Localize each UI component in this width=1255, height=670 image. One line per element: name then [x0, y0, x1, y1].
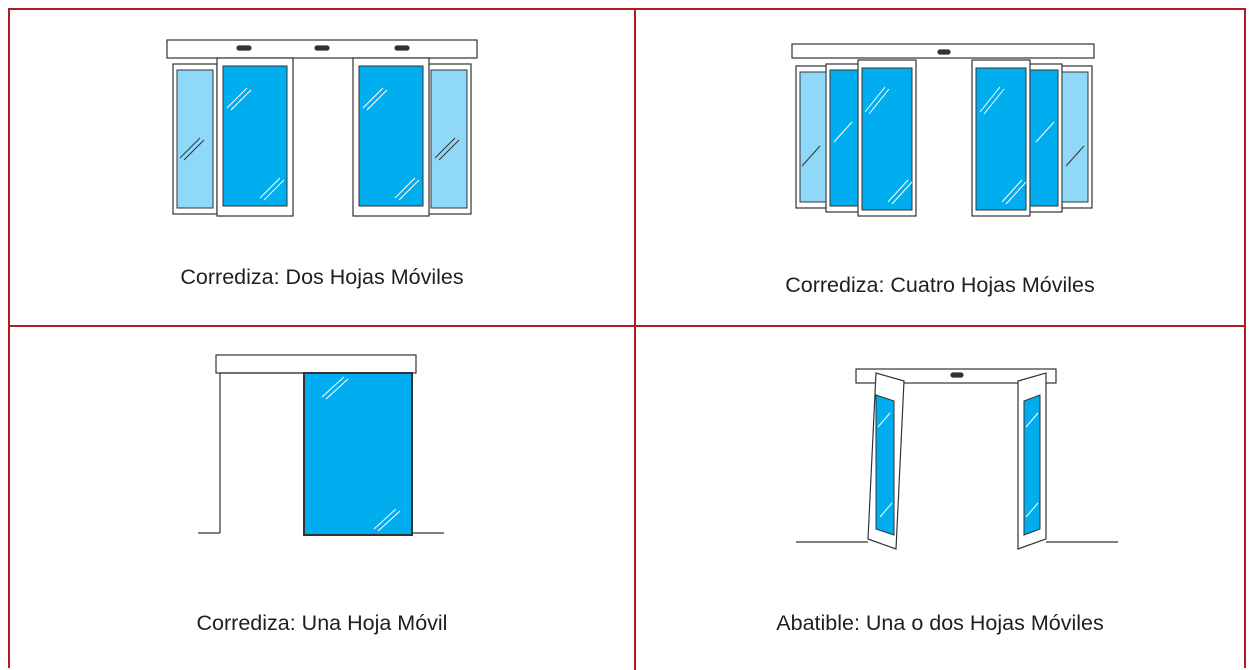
- swing-door-icon: [796, 368, 1118, 550]
- cell-sliding-two: Corrediza: Dos Hojas Móviles: [10, 10, 634, 325]
- cell-sliding-four: Corrediza: Cuatro Hojas Móviles: [636, 10, 1244, 325]
- row-divider: [10, 325, 1244, 327]
- caption-sliding-two: Corrediza: Dos Hojas Móviles: [180, 265, 464, 289]
- sliding-two-leaf-door-icon: [166, 39, 478, 217]
- column-divider: [634, 10, 636, 670]
- sliding-four-leaf-door-icon: [791, 43, 1095, 217]
- caption-sliding-one: Corrediza: Una Hoja Móvil: [196, 611, 448, 635]
- sliding-one-leaf-door-icon: [198, 354, 444, 536]
- cell-sliding-one: Corrediza: Una Hoja Móvil: [10, 327, 634, 670]
- caption-sliding-four: Corrediza: Cuatro Hojas Móviles: [785, 273, 1095, 297]
- cell-swing: Abatible: Una o dos Hojas Móviles: [636, 327, 1244, 670]
- caption-swing: Abatible: Una o dos Hojas Móviles: [776, 611, 1104, 635]
- door-types-table: Corrediza: Dos Hojas Móviles: [8, 8, 1246, 670]
